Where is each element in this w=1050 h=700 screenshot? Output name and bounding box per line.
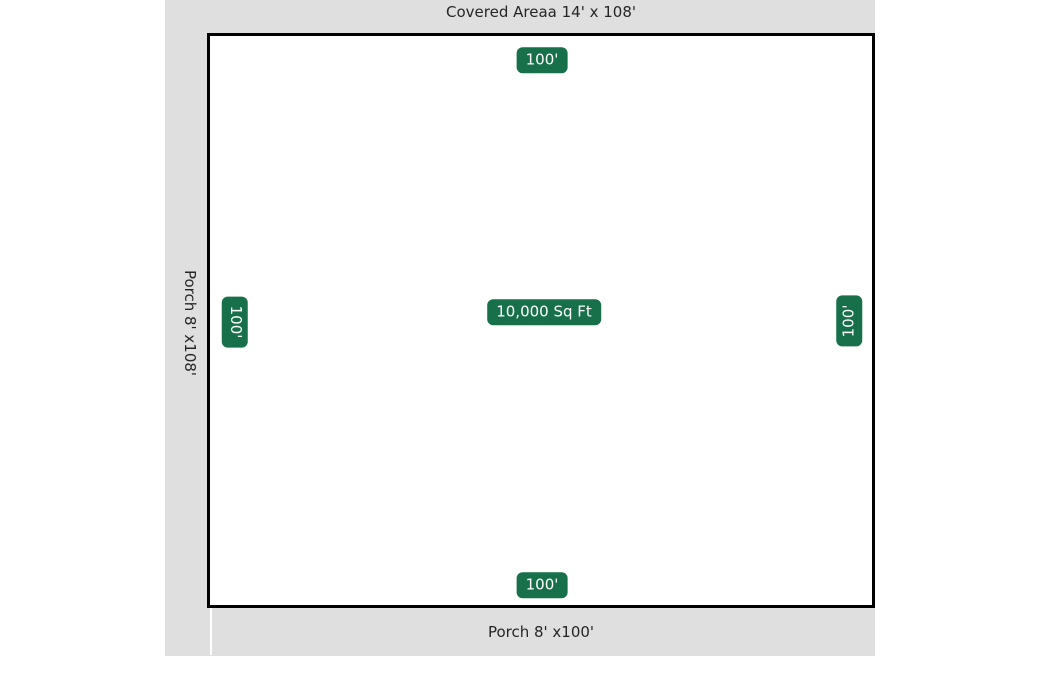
left-porch-label: Porch 8' x108' [181,269,199,377]
dimension-badge-top: 100' [516,47,568,73]
figure-title: Covered Areaa 14' x 108' [446,3,636,21]
strip-divider [210,608,212,655]
dimension-badge-bottom: 100' [516,572,568,598]
dimension-badge-right: 100' [836,295,862,347]
bottom-porch-label: Porch 8' x100' [487,623,595,641]
dimension-badge-left: 100' [222,296,248,348]
area-badge: 10,000 Sq Ft [487,299,601,325]
